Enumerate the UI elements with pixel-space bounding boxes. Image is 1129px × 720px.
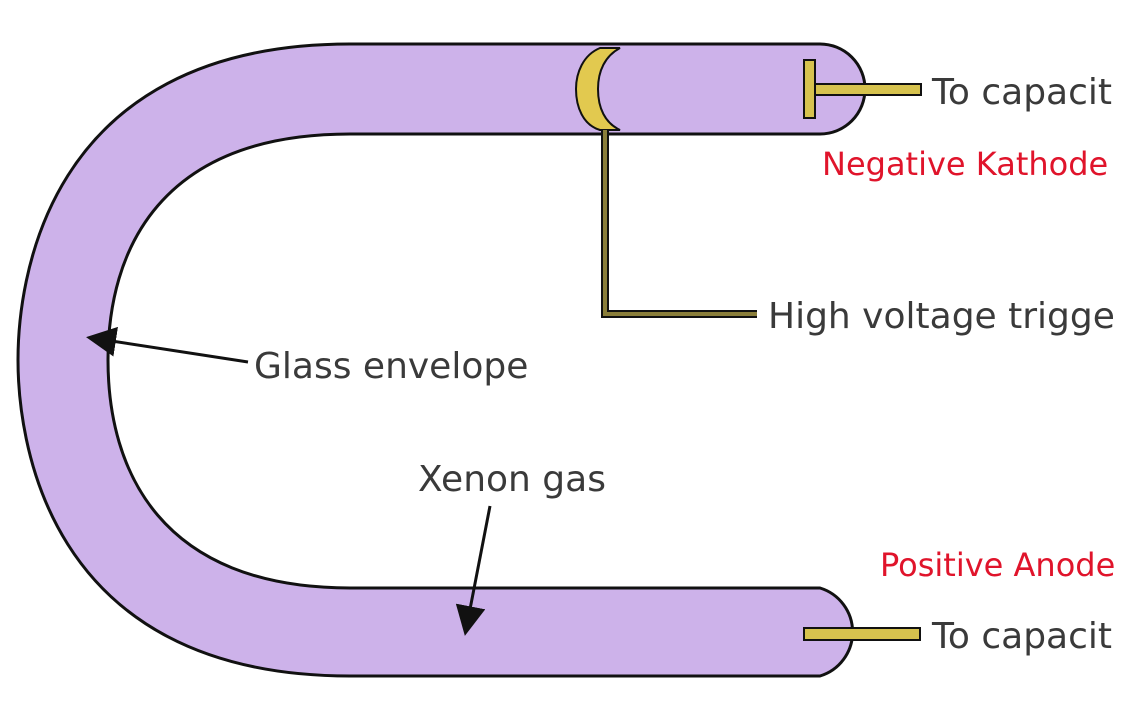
negative-kathode-label: Negative Kathode	[822, 145, 1108, 183]
xenon-gas-label: Xenon gas	[418, 459, 606, 500]
to-capacitor-top-label: To capacit	[931, 72, 1112, 113]
high-voltage-trigger-label: High voltage trigge	[768, 296, 1115, 337]
xenon-gas-pointer	[455, 505, 492, 636]
trigger-wire-fill	[603, 130, 757, 316]
trigger-band	[574, 47, 621, 131]
glass-envelope-label: Glass envelope	[254, 346, 528, 387]
cathode-plate	[803, 59, 816, 119]
trigger-wire	[601, 130, 757, 318]
glass-envelope-pointer	[86, 326, 249, 364]
positive-anode-label: Positive Anode	[880, 546, 1115, 584]
cathode-lead	[814, 83, 922, 96]
glass-tube	[16, 42, 867, 678]
to-capacitor-bottom-label: To capacit	[931, 616, 1112, 657]
anode-lead	[803, 627, 921, 641]
